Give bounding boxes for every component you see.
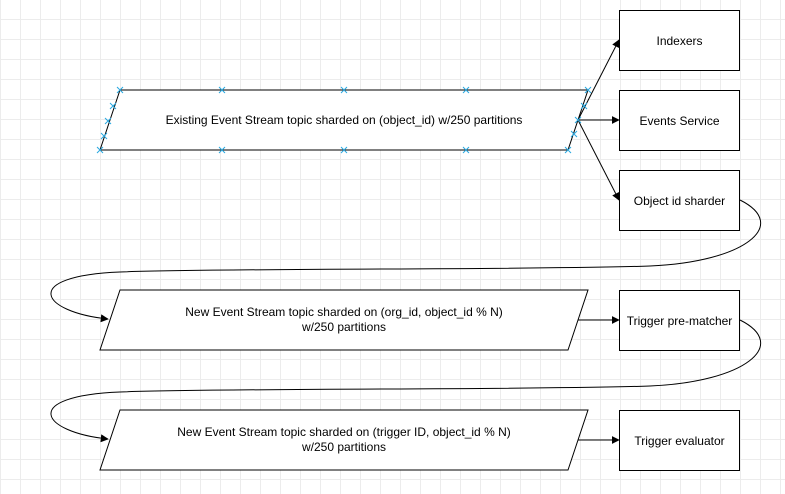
edge-sharder-to-new-topic-org[interactable] — [50, 199, 762, 323]
object-id-sharder-box[interactable]: Object id sharder — [619, 170, 740, 231]
indexers-box[interactable]: Indexers — [619, 10, 740, 71]
edge-existing-to-object-id-sharder[interactable] — [577, 119, 620, 201]
edge-prematcher-to-new-topic-trigger[interactable] — [50, 319, 762, 443]
new-topic-org-shape[interactable] — [99, 289, 589, 351]
trigger-prematcher-box[interactable]: Trigger pre-matcher — [619, 290, 740, 351]
trigger-evaluator-box[interactable]: Trigger evaluator — [619, 410, 740, 471]
events-service-box[interactable]: Events Service — [619, 90, 740, 151]
selection-handles[interactable] — [96, 86, 592, 154]
new-topic-trigger-shape[interactable] — [99, 409, 589, 471]
existing-topic-shape[interactable] — [99, 89, 589, 151]
edge-existing-to-indexers[interactable] — [577, 39, 620, 121]
